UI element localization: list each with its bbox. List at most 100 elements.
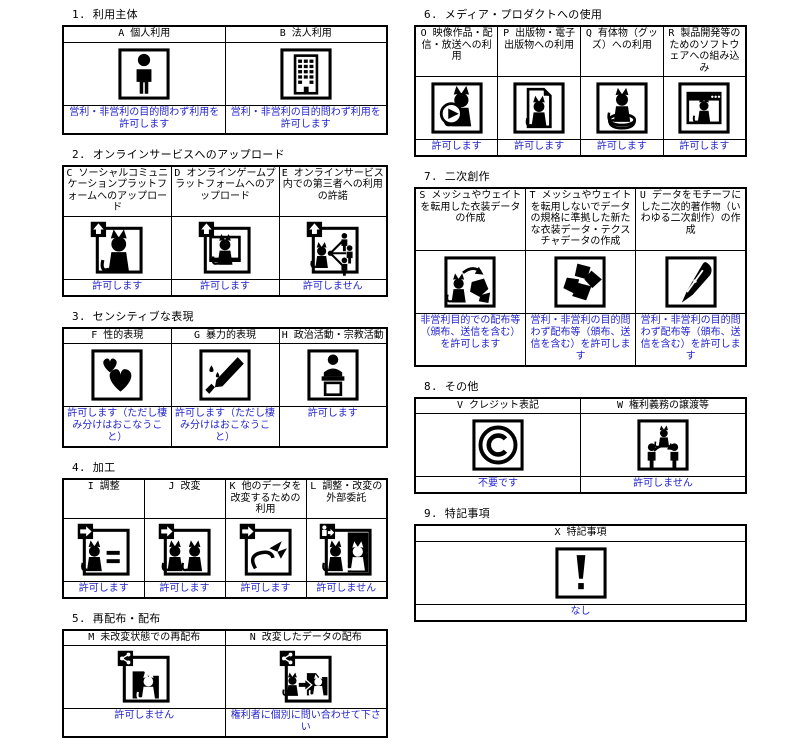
section-title: 5. 再配布・配布 [72,611,161,625]
pen-icon [664,255,717,308]
section-title: 7. 二次創作 [424,170,490,183]
section-title: 4. 加工 [72,461,116,474]
item-header: I 調整 [62,478,145,519]
item-icon-cell [414,76,499,140]
redistribute-icon [118,650,170,703]
knife-icon [199,349,251,401]
item-header: T メッシュやウェイトを転用しないでデータの規格に準拠した新たな衣装データ・テク… [524,187,637,251]
item-header: C ソーシャルコミュニケーションプラットフォームへのアップロード [62,165,172,217]
outsource-icon [320,523,372,576]
new-costume-icon [554,255,607,308]
section-title: 9. 特記事項 [424,507,490,520]
item-icon-cell [414,413,581,477]
item-header: D オンラインゲームプラットフォームへのアップロード [170,165,280,217]
item-icon-cell [224,645,388,709]
item-icon-cell [170,215,280,280]
item-status: 許可します（ただし棲み分けはおこなうこと） [62,406,172,448]
item-header: E オンラインサービス内での第三者への利用の許諾 [278,165,388,217]
item-icon-cell [278,343,388,407]
item-status: 許可しません [278,278,388,296]
item-icon-cell [62,517,145,582]
item-header: A 個人利用 [62,25,226,43]
upload-game-icon [198,221,251,274]
goods-icon [596,82,648,134]
item-header: O 映像作品・配信・放送への利用 [414,25,499,77]
item-status: 許可します [62,580,145,598]
section-title: 3. センシティブな表現 [72,309,194,323]
item-status: 許可します [62,278,172,296]
item-status: 許可します [143,580,226,598]
exclamation-icon [554,546,607,599]
item-status: 営利・非営利の目的問わず利用を許可します [224,104,388,134]
item-status: 許可します [662,139,747,157]
item-icon-cell [62,41,226,106]
item-icon-cell [62,343,172,407]
podium-icon [307,349,359,401]
item-header: P 出版物・電子出版物への利用 [497,25,581,77]
video-icon [431,82,483,134]
item-header: N 改変したデータの配布 [224,629,388,646]
section-title: 1. 利用主体 [72,8,138,21]
item-icon-cell [414,249,526,314]
section-table: X 特記事項なし [414,524,747,622]
building-icon [280,47,332,100]
item-status: 営利・非営利の目的問わず配布等（頒布、送信を含む）を許可します [524,312,637,366]
distribute-modified-icon [279,650,332,703]
item-icon-cell [278,215,388,280]
item-icon-cell [524,249,637,314]
item-header: F 性的表現 [62,327,172,344]
mesh-reuse-icon [444,255,496,308]
section-title: 2. オンラインサービスへのアップロード [72,147,285,161]
item-status: 許可します [580,139,664,157]
item-header: M 未改変状態での再配布 [62,629,226,646]
item-icon-cell [662,76,747,140]
item-header: W 権利義務の譲渡等 [580,397,747,414]
item-icon-cell [170,343,280,407]
item-header: U データをモチーフにした二次的著作物（いわゆる二次創作）の作成 [635,187,747,251]
publication-icon [513,82,565,134]
item-status: 許可します [170,278,280,296]
section-9: 9. 特記事項 X 特記事項なし [414,507,747,622]
item-header: G 暴力的表現 [170,327,280,344]
section-2: 2. オンラインサービスへのアップロード C ソーシャルコミュニケーションプラット… [62,148,388,297]
item-icon-cell [305,517,388,582]
item-header: B 法人利用 [224,25,388,43]
item-icon-cell [62,215,172,280]
copyright-icon [472,419,524,471]
rights-transfer-icon [637,419,689,471]
item-icon-cell [62,645,226,709]
item-header: R 製品開発等のためのソフトウェアへの組み込み [662,25,747,77]
item-status: 許可します [414,139,499,157]
item-icon-cell [224,517,307,582]
item-icon-cell [635,249,747,314]
adjust-icon [77,523,130,576]
item-header: L 調整・改変の外部委託 [305,478,388,519]
hearts-icon [91,349,143,401]
item-header: H 政治活動・宗教活動 [278,327,388,344]
item-status: 非営利目的での配布等（頒布、送信を含む）を許可します [414,312,526,366]
item-status: なし [414,603,747,621]
item-header: V クレジット表記 [414,397,581,414]
upload-thirdparty-icon [306,221,359,276]
item-status: 許可します [224,580,307,598]
item-status: 許可しません [62,708,226,738]
item-header: J 改変 [143,478,226,519]
section-title: 6. メディア・プロダクトへの使用 [424,8,603,21]
item-status: 営利・非営利の目的問わず利用を許可します [62,104,226,134]
section-title: 8. その他 [424,379,479,393]
